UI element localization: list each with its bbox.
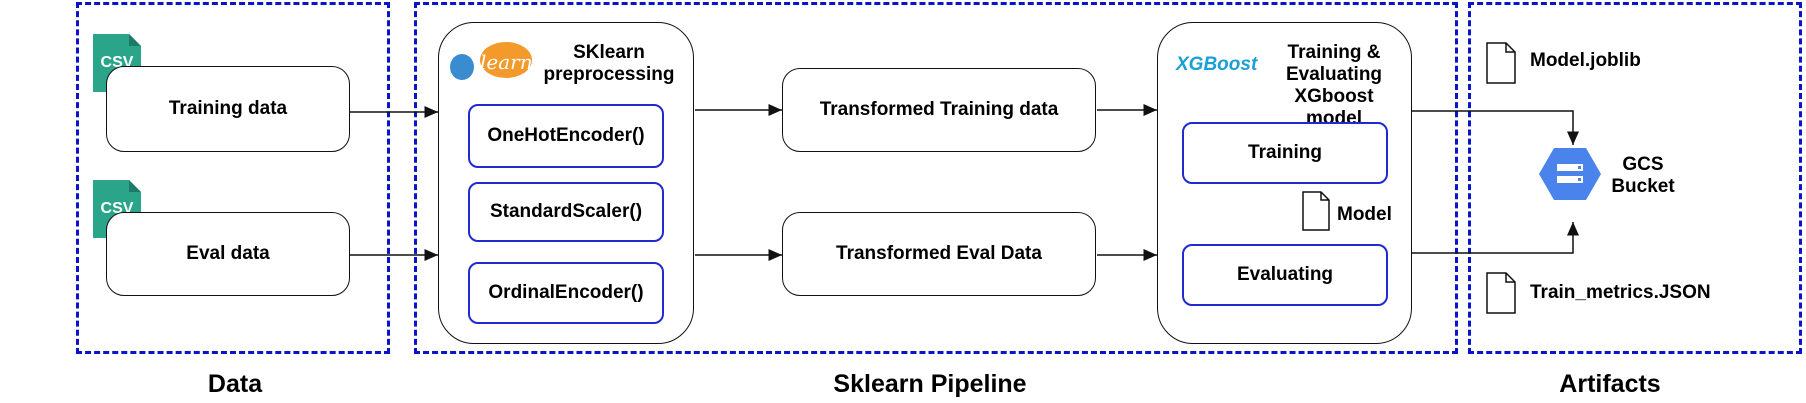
evaluating-step[interactable]: Evaluating	[1182, 244, 1388, 306]
section-label-data: Data	[207, 370, 263, 398]
sklearn-logo-icon: learn	[448, 40, 534, 86]
standardscaler-step[interactable]: StandardScaler()	[468, 182, 664, 242]
model-joblib-file-icon	[1486, 42, 1516, 84]
xgboost-title: Training & Evaluating XGboost model	[1285, 42, 1383, 129]
training-data-box[interactable]: Training data	[106, 66, 350, 152]
model-file-icon	[1302, 191, 1330, 231]
pipeline-group	[414, 2, 1458, 354]
eval-data-box[interactable]: Eval data	[106, 212, 350, 296]
section-label-pipeline: Sklearn Pipeline	[833, 370, 1027, 398]
sklearn-logo-text: learn	[480, 50, 533, 74]
model-joblib-label: Model.joblib	[1530, 50, 1641, 71]
artifacts-group	[1468, 2, 1802, 354]
train-metrics-file-icon	[1486, 272, 1516, 314]
onehotencoder-step[interactable]: OneHotEncoder()	[468, 104, 664, 168]
preprocessing-title: SKlearn preprocessing	[543, 42, 675, 85]
xgboost-logo-icon: XGBoost	[1176, 54, 1258, 75]
section-label-artifacts: Artifacts	[1559, 370, 1661, 398]
transformed-training-data-box[interactable]: Transformed Training data	[782, 68, 1096, 152]
training-step[interactable]: Training	[1182, 122, 1388, 184]
ordinalencoder-step[interactable]: OrdinalEncoder()	[468, 262, 664, 324]
data-group	[76, 2, 390, 354]
train-metrics-label: Train_metrics.JSON	[1530, 282, 1711, 303]
transformed-eval-data-box[interactable]: Transformed Eval Data	[782, 212, 1096, 296]
model-label: Model	[1337, 204, 1392, 225]
gcs-bucket-label: GCS Bucket	[1611, 154, 1675, 197]
gcs-bucket-icon	[1538, 146, 1602, 202]
